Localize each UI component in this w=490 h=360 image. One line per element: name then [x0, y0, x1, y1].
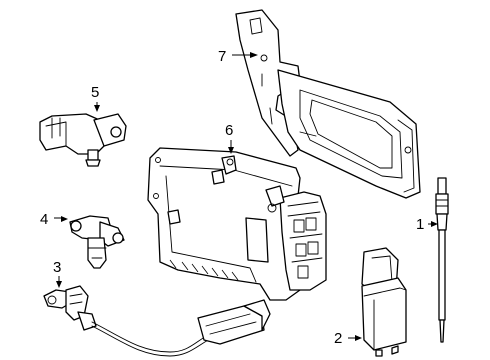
callout-5: 5: [91, 84, 99, 101]
position-sensor: [69, 215, 125, 269]
harness-sensor: [43, 285, 271, 357]
mounting-bracket: [235, 9, 421, 199]
callout-1: 1: [416, 216, 424, 233]
callout-6: 6: [225, 122, 233, 139]
relay-box: [361, 247, 407, 357]
callout-3: 3: [53, 259, 61, 276]
callout-leaders: [54, 52, 438, 341]
callout-2: 2: [334, 330, 342, 347]
callout-7: 7: [218, 48, 226, 65]
callout-4: 4: [40, 211, 48, 228]
glow-plug: [435, 177, 449, 343]
engine-control-module: [147, 147, 327, 301]
pressure-sensor: [39, 113, 127, 167]
